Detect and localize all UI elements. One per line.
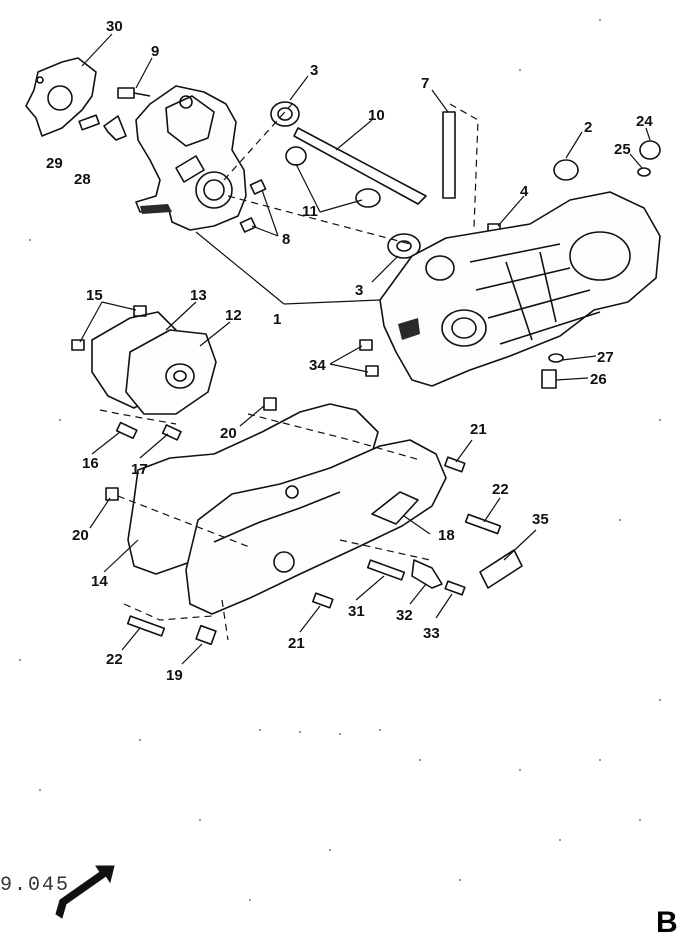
label-24: 24 [636,113,653,130]
part-35-label [479,549,523,589]
label-3-lower: 3 [355,282,363,299]
label-20-upper: 20 [220,425,237,442]
part-24-cap [639,140,661,160]
part-20-dowels [105,397,277,501]
label-8: 8 [282,231,290,248]
label-13: 13 [190,287,207,304]
label-25: 25 [614,141,631,158]
label-3-upper: 3 [310,62,318,79]
label-35: 35 [532,511,549,528]
label-18: 18 [438,527,455,544]
part-3-bearing-lower [387,233,421,259]
part-8-dowel-pins [239,179,267,233]
part-crankcase-cover [185,439,447,615]
label-34: 34 [309,357,326,374]
part-28-bracket [103,115,127,141]
label-2: 2 [584,119,592,136]
label-12: 12 [225,307,242,324]
part-10-shaft [293,127,427,205]
label-26: 26 [590,371,607,388]
label-31: 31 [348,603,365,620]
part-29-bolt [78,114,100,131]
label-22-lower: 22 [106,651,123,668]
part-33-screw [444,580,466,596]
label-9: 9 [151,43,159,60]
label-32: 32 [396,607,413,624]
part-21-bolt-lower [312,592,334,609]
alignment-lines [99,103,479,641]
part-26-drain-bolt [541,369,557,389]
part-22-bolt-upper [464,513,502,535]
label-33: 33 [423,625,440,642]
page-corner-letter: B [656,906,678,932]
label-15: 15 [86,287,103,304]
part-25-o-ring [637,167,651,177]
part-30-plate [25,57,97,137]
label-1: 1 [273,311,281,328]
part-9-screw [117,87,151,99]
label-28: 28 [74,171,91,188]
label-10: 10 [368,107,385,124]
page-code: 9.045 [0,874,70,897]
label-20-lower: 20 [72,527,89,544]
label-11: 11 [302,203,318,220]
label-29: 29 [46,155,63,172]
label-30: 30 [106,18,123,35]
part-2-collar [553,159,579,181]
part-3-bearing-upper [270,101,300,127]
part-21-bolt-upper [444,456,466,473]
scan-specks [19,19,661,901]
part-32-bracket [411,559,443,589]
label-21-upper: 21 [470,421,487,438]
part-16-screw [115,421,138,440]
part-17-screw [161,424,182,441]
part-19-dowel [195,624,217,646]
label-21-lower: 21 [288,635,305,652]
part-7-pin [442,111,456,199]
part-27-washer [548,353,564,363]
label-27: 27 [597,349,614,366]
part-right-crankcase-half [379,191,661,387]
part-left-crankcase-half [135,85,247,231]
label-17: 17 [131,461,148,478]
part-31-bolt [366,559,406,581]
label-4: 4 [520,183,529,200]
part-22-bolt-lower [126,615,166,637]
part-11-oil-seals [285,146,381,208]
label-19: 19 [166,667,183,684]
part-12-cover [125,329,217,415]
leader-lines [79,33,651,665]
label-22-upper: 22 [492,481,509,498]
part-number-labels: 30 9 29 28 3 10 7 2 24 25 4 11 8 3 1 34 … [46,18,653,684]
label-14: 14 [91,573,108,590]
label-16: 16 [82,455,99,472]
part-15-dowels [71,305,147,351]
label-7: 7 [421,75,429,92]
